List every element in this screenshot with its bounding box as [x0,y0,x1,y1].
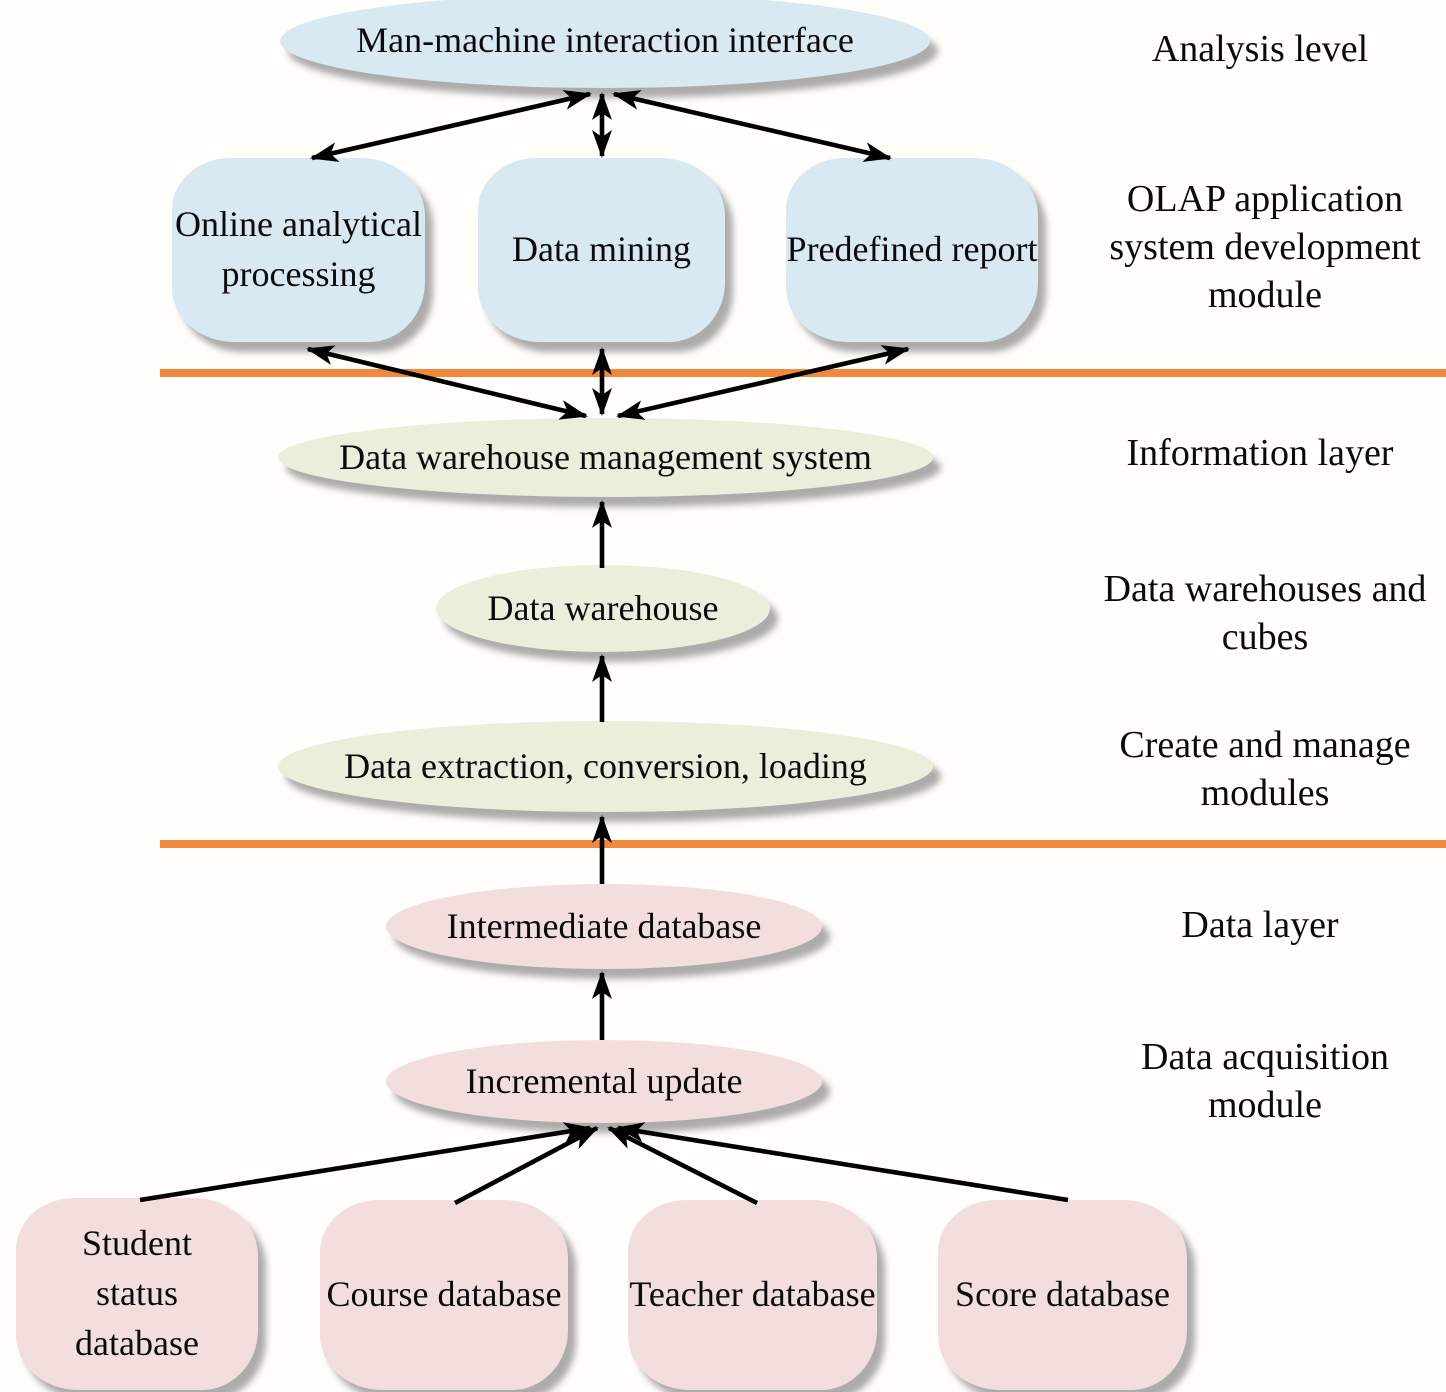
arrow-teacher-incremental [607,1125,759,1206]
node-incremental-update: Incremental update [386,1040,822,1123]
row-label-data-warehouses-and-cubes: Data warehouses and cubes [1103,568,1427,658]
node-incremental-update-label: Incremental update [465,1060,743,1101]
row-label-data-acquisition-module: Data acquisition module [1141,1036,1389,1126]
arrow-student-incremental [139,1122,592,1203]
node-man-machine-interface: Man-machine interaction interface [280,0,930,88]
row-label-analysis-level: Analysis level [1151,28,1369,70]
arrow-score-incremental [616,1122,1069,1203]
row-label-information-layer: Information layer [1126,432,1394,474]
node-data-warehouse-management-system-label: Data warehouse management system [339,436,872,477]
node-online-analytical-processing-label: Online analytical processing [175,204,422,294]
arrow-interface-olap [310,90,592,162]
node-score-database-label: Score database [955,1274,1170,1315]
node-data-extraction-conversion-loading: Data extraction, conversion, loading [278,721,933,812]
node-intermediate-database-label: Intermediate database [446,905,762,946]
node-predefined-report-label: Predefined report [786,229,1038,270]
arrow-interface-report [612,90,892,162]
node-student-status-database-label: Student status database [75,1223,199,1363]
node-data-mining-label: Data mining [512,229,691,270]
node-teacher-database-label: Teacher database [629,1274,876,1315]
node-data-warehouse-management-system: Data warehouse management system [278,418,933,497]
arrow-report-dwms [616,345,910,420]
node-predefined-report: Predefined report [786,158,1038,342]
node-online-analytical-processing: Online analytical processing [172,158,425,342]
row-label-olap-application-module: OLAP application system development modu… [1109,178,1421,316]
arrow-olap-dwms [306,345,588,420]
node-intermediate-database: Intermediate database [386,884,822,969]
node-course-database-label: Course database [326,1274,562,1315]
node-course-database: Course database [320,1200,568,1390]
node-score-database: Score database [938,1200,1187,1390]
node-teacher-database: Teacher database [628,1200,877,1390]
node-student-status-database: Student status database [16,1198,258,1390]
node-data-extraction-conversion-loading-label: Data extraction, conversion, loading [344,745,867,786]
row-label-data-layer: Data layer [1181,904,1339,946]
node-data-mining: Data mining [478,158,725,342]
node-data-warehouse: Data warehouse [436,565,770,652]
node-man-machine-interface-label: Man-machine interaction interface [356,20,854,61]
node-data-warehouse-label: Data warehouse [487,587,719,628]
arrow-course-incremental [453,1125,599,1206]
row-label-create-and-manage-modules: Create and manage modules [1119,724,1411,814]
